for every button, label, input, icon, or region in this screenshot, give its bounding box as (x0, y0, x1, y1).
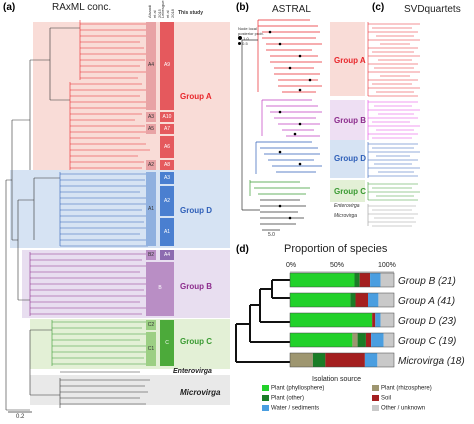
bar-segment (383, 333, 394, 347)
col2-c: C (160, 320, 174, 366)
bar-outline (289, 332, 395, 348)
bar-segment (365, 333, 372, 347)
bar-segment (380, 273, 394, 287)
legend-item-phyllosphere: Plant (phyllosphere) (262, 385, 372, 392)
category-label-4: Microvirga (18) (398, 356, 465, 367)
bar-segment (364, 353, 378, 367)
astral-group-d-bg (330, 140, 365, 178)
col2-a9: A9 (160, 22, 174, 110)
group-c-label: Group C (180, 337, 212, 346)
panel-d-title: Proportion of species (284, 243, 388, 255)
panel-a-title: RAxML conc. (52, 2, 112, 13)
col2-a4-b: A4 (160, 250, 174, 260)
bar-segment (352, 333, 358, 347)
legend-item-plant-other: Plant (other) (262, 395, 372, 402)
bar-segment (354, 273, 360, 287)
col1-a4: A4 (146, 22, 156, 110)
group-d-label: Group D (180, 206, 212, 215)
legend-item-water: Water / sediments (262, 405, 372, 412)
col2-a10: A10 (160, 112, 174, 122)
col1-a1: A1 (146, 172, 156, 246)
bar-segment (350, 293, 356, 307)
group-c-background (30, 319, 230, 369)
panel-b-title: ASTRAL (272, 4, 311, 15)
bar-segment (290, 353, 313, 367)
col-header-this-study: This study (178, 10, 204, 16)
bar-segment (359, 273, 371, 287)
astral-group-b-bg (330, 100, 365, 140)
bar-segment (377, 353, 394, 367)
bar-segment (312, 353, 326, 367)
col2-a3-d: A3 (160, 172, 174, 184)
bar-segment (375, 313, 381, 327)
astral-group-a-bg (330, 22, 365, 96)
col1-a2: A2 (146, 160, 156, 170)
bar-segment (290, 293, 351, 307)
category-label-0: Group B (21) (398, 276, 456, 287)
astral-enterovirga: Enterovirga (334, 203, 360, 209)
bar-segment (357, 333, 366, 347)
astral-group-c: Group C (334, 187, 366, 196)
col1-a3: A3 (146, 112, 156, 122)
astral-group-c-bg (330, 180, 365, 202)
group-d-background (10, 170, 230, 248)
microvirga-label: Microvirga (180, 388, 221, 397)
category-label-2: Group D (23) (398, 316, 457, 327)
bar-segment (371, 333, 384, 347)
bar-segment (290, 333, 353, 347)
bar-segment (370, 273, 381, 287)
group-b-label: Group B (180, 282, 212, 291)
panel-c-label: (c) (372, 2, 385, 13)
bar-outline (289, 292, 395, 308)
group-a-label: Group A (180, 92, 212, 101)
legend-item-rhizosphere: Plant (rhizosphere) (372, 385, 472, 392)
astral-microvirga: Microvirga (334, 213, 358, 219)
col1-c1: C1 (146, 332, 156, 366)
bar-segment (355, 293, 368, 307)
tick-0: 0% (286, 262, 297, 269)
bar-segment (290, 273, 355, 287)
bar-segment (368, 293, 379, 307)
tick-100: 100% (378, 262, 396, 269)
category-label-1: Group A (41) (398, 296, 456, 307)
col2-a6: A6 (160, 136, 174, 158)
bar-outline (289, 272, 395, 288)
bar-segment (378, 293, 394, 307)
panel-b-label: (b) (236, 2, 249, 13)
col1-c2: C2 (146, 320, 156, 330)
col1-b2: B2 (146, 250, 156, 260)
astral-group-a: Group A (334, 56, 366, 65)
legend-item-other: Other / unknown (372, 405, 472, 412)
col2-a8: A8 (160, 160, 174, 170)
scale-bar-a: 0.2 (16, 414, 25, 420)
panel-c-title: SVDquartets (404, 4, 461, 15)
panel-d-label: (d) (236, 244, 249, 255)
bar-segment (290, 313, 373, 327)
col2-a2-d: A2 (160, 186, 174, 216)
col1-a5: A5 (146, 124, 156, 134)
panel-a-label: (a) (3, 2, 16, 13)
bar-segment (380, 313, 394, 327)
bar-outline (289, 352, 395, 368)
bar-segment (325, 353, 365, 367)
astral-group-d: Group D (334, 154, 366, 163)
category-label-3: Group C (19) (398, 336, 457, 347)
tick-50: 50% (330, 262, 345, 269)
legend-item-soil: Soil (372, 395, 472, 402)
col2-a1-d: A1 (160, 218, 174, 246)
astral-group-b: Group B (334, 116, 366, 125)
enterovirga-label: Enterovirga (173, 368, 212, 375)
col1-b: B (146, 262, 174, 316)
col2-a7: A7 (160, 124, 174, 134)
legend-title: Isolation source (312, 376, 362, 383)
bar-outline (289, 312, 395, 328)
bar-segment (372, 313, 376, 327)
scale-bar-b: 5.0 (268, 232, 275, 238)
